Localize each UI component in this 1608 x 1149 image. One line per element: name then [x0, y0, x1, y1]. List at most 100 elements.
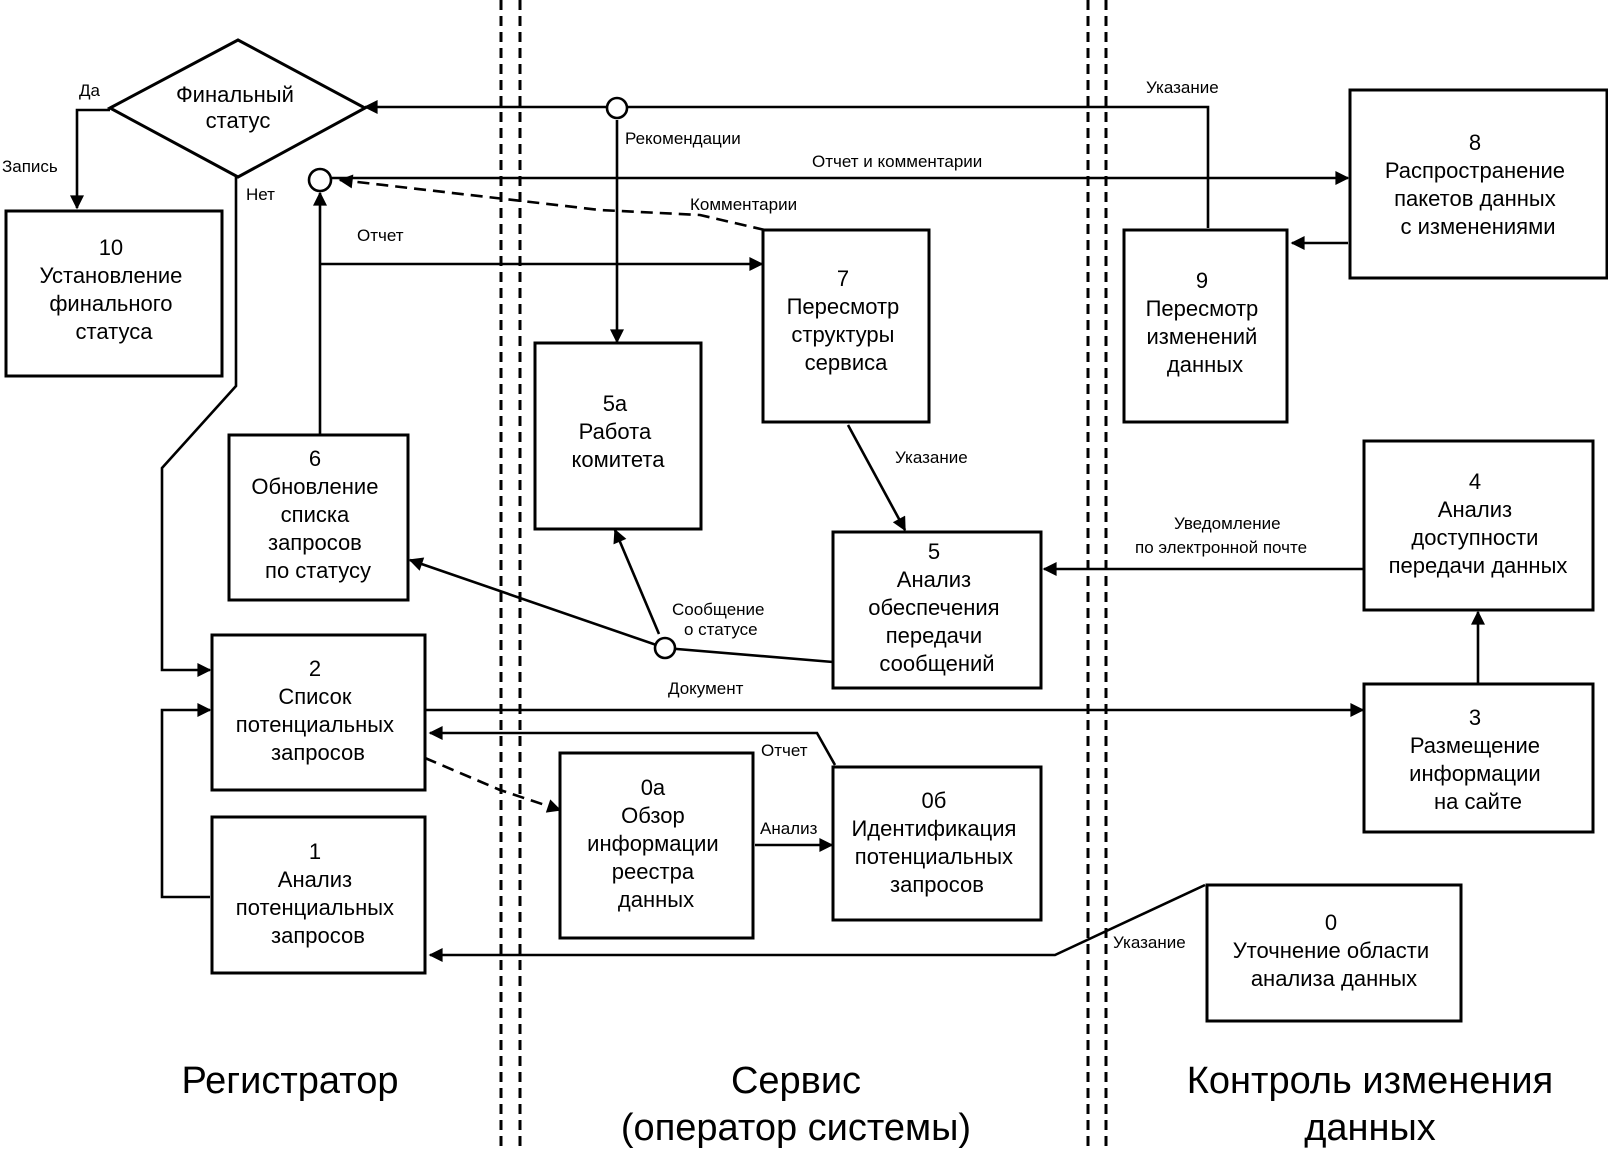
svg-text:6 Обновление списк: 6 Обновление списка запросов по статусу: [251, 446, 384, 583]
label-document: Документ: [668, 679, 744, 698]
box-8-line-3: с изменениями: [1401, 214, 1556, 239]
decision-line-2: статус: [206, 108, 271, 133]
label-report-bottom: Отчет: [761, 741, 808, 760]
box-2-line-3: запросов: [271, 740, 365, 765]
box-1: 1 Анализ потенциальных запросов: [210, 815, 427, 975]
arrow-5-to-6: [408, 557, 834, 664]
box-5a-line-2: комитета: [572, 447, 666, 472]
box-2-line-2: потенциальных: [236, 712, 394, 737]
box-4-number: 4: [1469, 469, 1481, 494]
svg-text:0а Обзор информаци: 0а Обзор информации реестра данных: [587, 775, 725, 912]
box-8: 8 Распространение пакетов данных с измен…: [1348, 88, 1608, 280]
connectors: [70, 100, 1485, 962]
label-record: Запись: [2, 157, 58, 176]
junction-comments: [307, 167, 333, 193]
box-3-line-2: информации: [1409, 761, 1541, 786]
box-6-line-1: Обновление: [251, 474, 378, 499]
box-9-line-3: данных: [1167, 352, 1243, 377]
label-status-message-line-1: Сообщение: [672, 600, 765, 619]
arrow-2-to-0a-dashed: [424, 756, 562, 813]
box-5: 5 Анализ обеспечения передачи сообщений: [831, 530, 1043, 690]
svg-text:8 Распространение: 8 Распространение пакетов данных с измен…: [1385, 130, 1571, 239]
arrow-status-to-5a: [613, 528, 661, 635]
box-9-line-1: Пересмотр: [1146, 296, 1259, 321]
lane-registrar: Регистратор: [182, 1060, 399, 1102]
box-4-line-1: Анализ: [1438, 497, 1512, 522]
box-6-line-3: запросов: [268, 530, 362, 555]
svg-text:0б Идентификация п: 0б Идентификация потенциальных запросов: [851, 788, 1022, 897]
label-email-line-2: по электронной почте: [1135, 538, 1307, 557]
svg-text:7 Пересмотр структ: 7 Пересмотр структуры сервиса: [787, 266, 906, 375]
box-1-line-1: Анализ: [278, 867, 352, 892]
box-9-line-2: изменений: [1147, 324, 1258, 349]
box-9: 9 Пересмотр изменений данных: [1122, 228, 1289, 424]
box-0-line-1: Уточнение области: [1233, 938, 1429, 963]
box-6-line-4: по статусу: [265, 558, 371, 583]
label-comments: Комментарии: [690, 195, 797, 214]
box-8-number: 8: [1469, 130, 1481, 155]
arrow-yes-to-10: [70, 108, 110, 210]
box-5-line-1: Анализ: [897, 567, 971, 592]
box-7-line-2: структуры: [791, 322, 894, 347]
box-8-line-1: Распространение: [1385, 158, 1565, 183]
junction-recommendations: [605, 96, 629, 120]
svg-text:2 Список потенциал: 2 Список потенциальных запросов: [236, 656, 400, 765]
box-3-line-3: на сайте: [1434, 789, 1522, 814]
label-report-and-comments: Отчет и комментарии: [812, 152, 982, 171]
box-5-line-4: сообщений: [879, 651, 994, 676]
svg-text:4 Анализ доступнос: 4 Анализ доступности передачи данных: [1389, 469, 1568, 578]
box-9-number: 9: [1196, 268, 1208, 293]
lane-control-line-2: данных: [1304, 1107, 1436, 1149]
box-0: 0 Уточнение области анализа данных: [1205, 883, 1463, 1023]
svg-text:0 Уточнение области: 0 Уточнение области анализа данных: [1233, 910, 1436, 991]
label-yes: Да: [79, 81, 101, 100]
box-7: 7 Пересмотр структуры сервиса: [761, 228, 931, 424]
arrow-0-to-1: [428, 883, 1206, 962]
arrow-0b-to-2: [428, 726, 837, 766]
box-0b-line-2: потенциальных: [855, 844, 1013, 869]
box-4-line-2: доступности: [1411, 525, 1538, 550]
label-email-line-1: Уведомление: [1174, 514, 1281, 533]
svg-text:3 Размещение инфор: 3 Размещение информации на сайте: [1409, 705, 1547, 814]
label-analysis: Анализ: [760, 819, 818, 838]
box-5-line-3: передачи: [886, 623, 982, 648]
svg-text:5 Анализ обеспечен: 5 Анализ обеспечения передачи сообщений: [868, 539, 1005, 676]
box-4-line-3: передачи данных: [1389, 553, 1568, 578]
box-5a: 5а Работа комитета: [533, 341, 703, 531]
arrow-comments-dashed: [338, 174, 766, 232]
label-instruction-bottom: Указание: [1113, 933, 1186, 952]
box-3-number: 3: [1469, 705, 1481, 730]
box-0-line-2: анализа данных: [1251, 966, 1417, 991]
lane-control-line-1: Контроль изменения: [1187, 1060, 1553, 1102]
box-4: 4 Анализ доступности передачи данных: [1362, 439, 1595, 612]
svg-text:10 Установление фи: 10 Установление финального статуса: [39, 235, 188, 344]
label-recommendations: Рекомендации: [625, 129, 741, 148]
box-3-line-1: Размещение: [1410, 733, 1540, 758]
box-0a-line-3: реестра: [612, 859, 695, 884]
box-1-number: 1: [309, 839, 321, 864]
arrow-1-to-2: [160, 703, 212, 899]
box-2-line-1: Список: [278, 684, 352, 709]
label-status-message-line-2: о статусе: [684, 620, 758, 639]
box-6-number: 6: [309, 446, 321, 471]
decision-final-status: [106, 38, 369, 179]
box-1-line-2: потенциальных: [236, 895, 394, 920]
box-3: 3 Размещение информации на сайте: [1362, 682, 1595, 834]
box-2: 2 Список потенциальных запросов: [210, 633, 427, 792]
decision-text: Финальный статус: [176, 82, 300, 133]
arrow-no-to-2: [160, 176, 238, 677]
box-6: 6 Обновление списка запросов по статусу: [227, 433, 410, 602]
label-no: Нет: [246, 185, 275, 204]
box-5a-line-1: Работа: [579, 419, 652, 444]
box-5a-number: 5а: [603, 391, 628, 416]
box-10: 10 Установление финального статуса: [4, 209, 224, 378]
junction-status: [653, 636, 677, 660]
box-10-line-1: Установление: [39, 263, 182, 288]
box-1-line-3: запросов: [271, 923, 365, 948]
box-8-line-2: пакетов данных: [1394, 186, 1556, 211]
box-0b-line-3: запросов: [890, 872, 984, 897]
box-7-line-3: сервиса: [805, 350, 888, 375]
box-0a-line-2: информации: [587, 831, 719, 856]
label-instruction-mid: Указание: [895, 448, 968, 467]
